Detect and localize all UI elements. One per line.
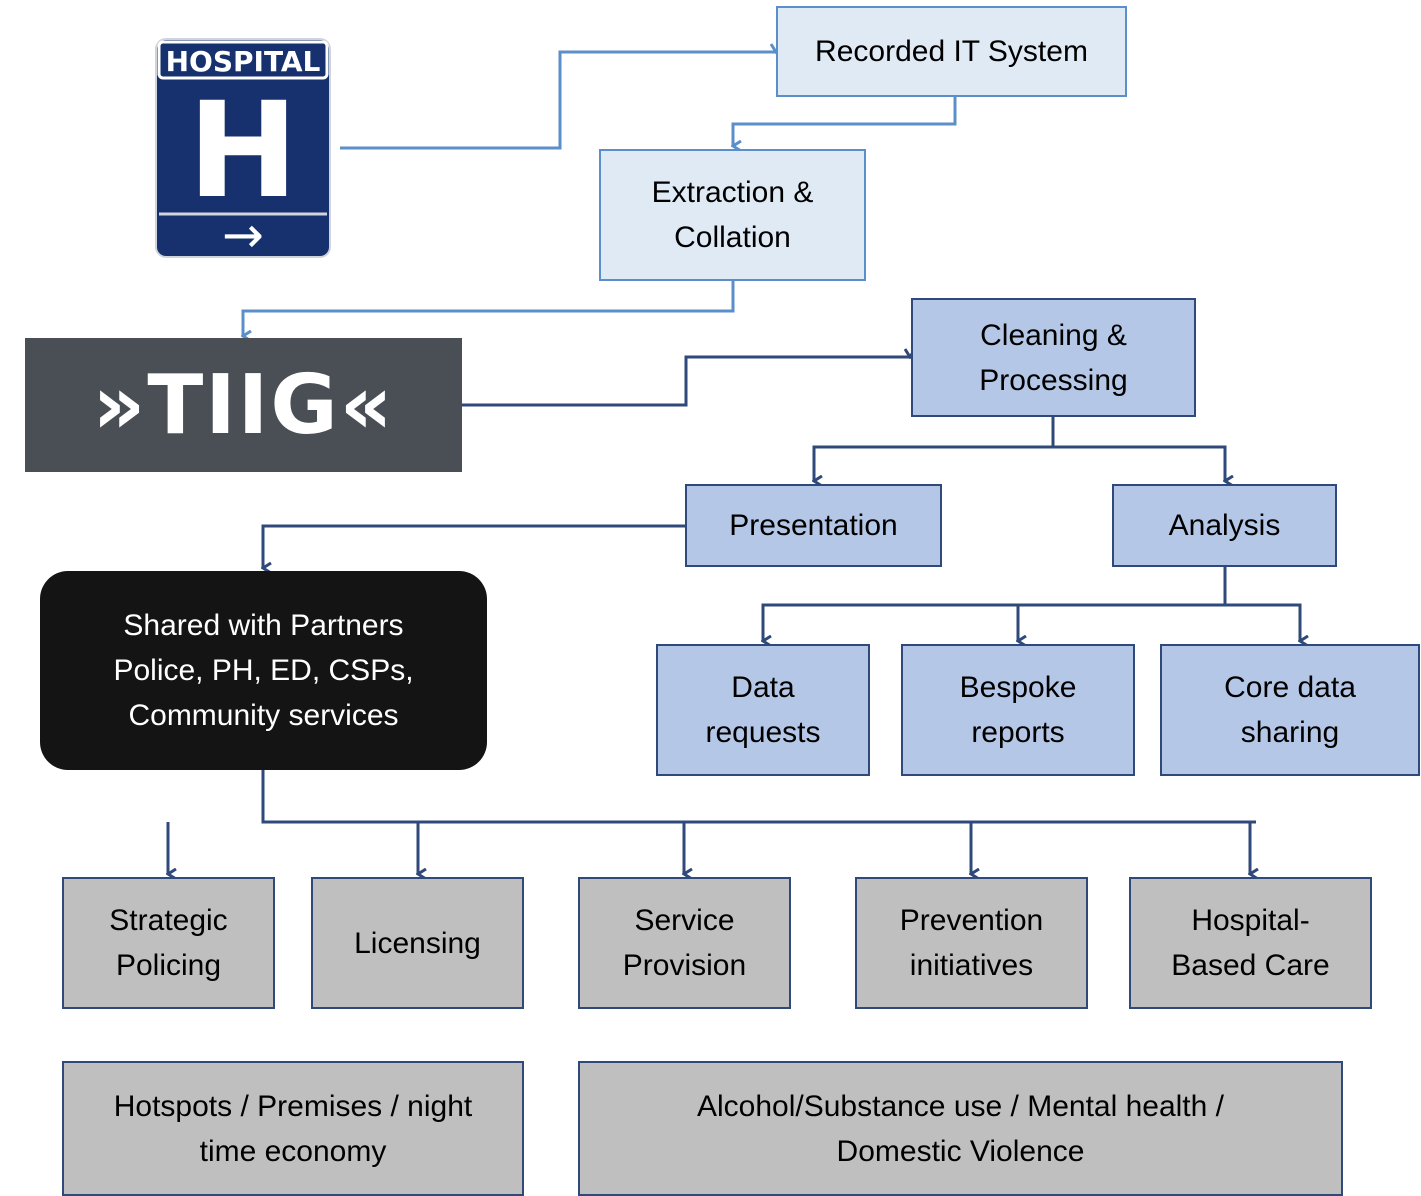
- node-hospital-based-care: Hospital- Based Care: [1129, 877, 1372, 1009]
- node-core-data-sharing: Core data sharing: [1160, 644, 1420, 776]
- node-analysis: Analysis: [1112, 484, 1337, 567]
- node-recorded-it-system: Recorded IT System: [776, 6, 1127, 97]
- node-presentation: Presentation: [685, 484, 942, 567]
- node-alcohol-substance: Alcohol/Substance use / Mental health / …: [578, 1061, 1343, 1196]
- connector-cleaning-presentation: [814, 417, 1055, 481]
- connector-hospital-recorded: [340, 52, 776, 150]
- node-shared-with-partners: Shared with Partners Police, PH, ED, CSP…: [40, 571, 487, 770]
- node-strategic-policing: Strategic Policing: [62, 877, 275, 1009]
- node-service-provision: Service Provision: [578, 877, 791, 1009]
- hospital-sign-image: HOSPITAL H →: [155, 38, 331, 264]
- tiig-logo-text: »TIIG«: [92, 357, 395, 453]
- node-licensing: Licensing: [311, 877, 524, 1009]
- connector-tiig-cleaning: [462, 357, 910, 407]
- node-bespoke-reports: Bespoke reports: [901, 644, 1135, 776]
- hospital-sign-heading: HOSPITAL: [166, 45, 321, 78]
- hospital-sign-letter: H: [188, 74, 298, 228]
- connector-extraction-tiig: [243, 281, 735, 336]
- node-hotspots: Hotspots / Premises / night time economy: [62, 1061, 524, 1196]
- connector-to-data-requests: [763, 603, 1225, 641]
- connector-recorded-extraction: [733, 97, 957, 146]
- node-extraction-collation: Extraction & Collation: [599, 149, 866, 281]
- node-data-requests: Data requests: [656, 644, 870, 776]
- connector-cleaning-analysis: [1053, 445, 1225, 481]
- node-cleaning-processing: Cleaning & Processing: [911, 298, 1196, 417]
- node-prevention-initiatives: Prevention initiatives: [855, 877, 1088, 1009]
- connector-to-core: [1225, 603, 1300, 641]
- hospital-sign-arrow-icon: →: [222, 206, 264, 258]
- connector-shared-branch: [261, 770, 1256, 824]
- tiig-logo: »TIIG«: [25, 338, 462, 472]
- connector-presentation-shared: [263, 524, 685, 568]
